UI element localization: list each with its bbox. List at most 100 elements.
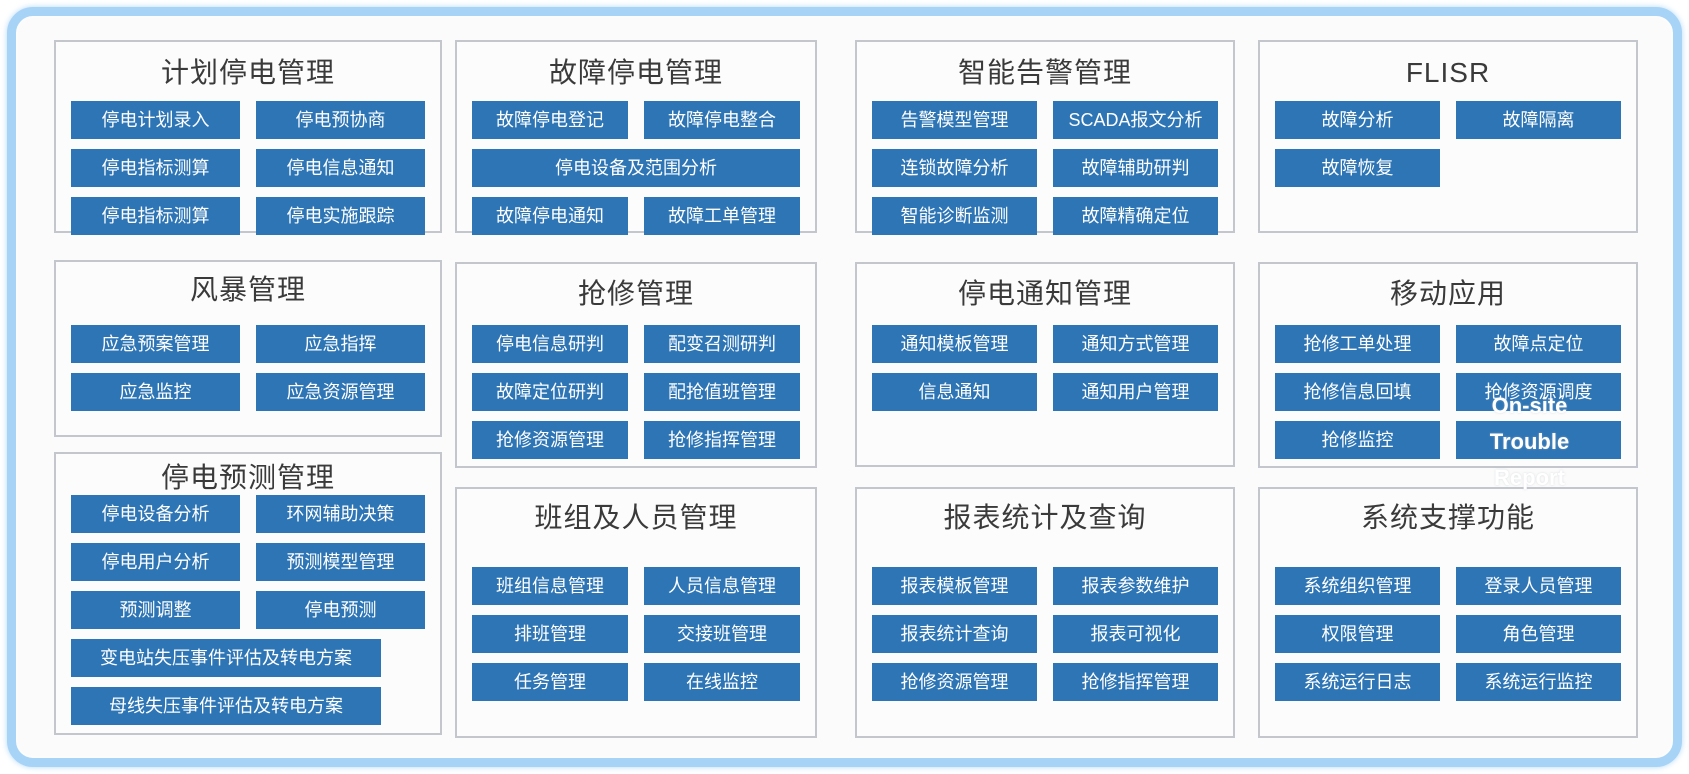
module-button[interactable]: 停电指标测算 [71,197,240,235]
button-row: 通知模板管理通知方式管理 [872,325,1218,363]
panel-title: 系统支撑功能 [1360,502,1535,533]
button-row: 停电用户分析预测模型管理 [71,543,425,581]
module-button[interactable]: 配抢值班管理 [644,373,800,411]
panel-title: 风暴管理 [189,274,306,305]
module-button[interactable]: 系统运行监控 [1456,663,1621,701]
button-row: 信息通知通知用户管理 [872,373,1218,411]
module-button[interactable]: 任务管理 [472,663,628,701]
module-button[interactable]: 抢修信息回填 [1275,373,1440,411]
module-button[interactable]: 抢修指挥管理 [1053,663,1218,701]
panel-system-support: 系统支撑功能系统组织管理登录人员管理权限管理角色管理系统运行日志系统运行监控 [1258,487,1638,738]
module-button[interactable]: 报表模板管理 [872,567,1037,605]
module-button[interactable]: 停电实施跟踪 [256,197,425,235]
module-button[interactable]: 母线失压事件评估及转电方案 [71,687,381,725]
module-button[interactable]: 通知用户管理 [1053,373,1218,411]
button-row: 报表统计查询报表可视化 [872,615,1218,653]
module-button[interactable]: 停电设备分析 [71,495,240,533]
button-row: 停电计划录入停电预协商 [71,101,425,139]
module-button[interactable]: 班组信息管理 [472,567,628,605]
button-row: 智能诊断监测故障精确定位 [872,197,1218,235]
module-button[interactable]: 抢修资源管理 [472,421,628,459]
module-button[interactable]: 连锁故障分析 [872,149,1037,187]
module-button[interactable]: 停电信息通知 [256,149,425,187]
module-button[interactable]: 故障恢复 [1275,149,1440,187]
overlay-line: On-site [1491,393,1568,418]
panel-team-personnel: 班组及人员管理班组信息管理人员信息管理排班管理交接班管理任务管理在线监控 [455,487,817,738]
module-button[interactable]: 抢修资源管理 [872,663,1037,701]
module-button[interactable]: 故障停电登记 [472,101,628,139]
module-button[interactable]: 报表统计查询 [872,615,1037,653]
module-button[interactable]: 故障分析 [1275,101,1440,139]
module-button[interactable]: 故障停电整合 [644,101,800,139]
module-button[interactable]: 停电计划录入 [71,101,240,139]
module-button[interactable]: 环网辅助决策 [256,495,425,533]
module-button[interactable]: 抢修监控 [1275,421,1440,459]
module-button[interactable]: 排班管理 [472,615,628,653]
module-button[interactable]: 停电信息研判 [472,325,628,363]
panel-title: 停电通知管理 [957,278,1132,309]
module-button[interactable]: 在线监控 [644,663,800,701]
module-button[interactable]: 权限管理 [1275,615,1440,653]
button-row: 变电站失压事件评估及转电方案 [71,639,425,677]
module-button[interactable]: 应急指挥 [256,325,425,363]
module-button[interactable]: 人员信息管理 [644,567,800,605]
button-row: 抢修工单处理故障点定位 [1275,325,1621,363]
module-button[interactable]: 报表可视化 [1053,615,1218,653]
module-button[interactable]: 停电预协商 [256,101,425,139]
module-button[interactable]: 预测模型管理 [256,543,425,581]
module-button[interactable]: 告警模型管理 [872,101,1037,139]
button-row: 故障停电通知故障工单管理 [472,197,800,235]
module-button[interactable]: 智能诊断监测 [872,197,1037,235]
module-button[interactable]: 故障隔离 [1456,101,1621,139]
panel-title: 报表统计及查询 [943,502,1147,533]
module-button[interactable]: 系统运行日志 [1275,663,1440,701]
button-row: 连锁故障分析故障辅助研判 [872,149,1218,187]
module-button[interactable]: 停电用户分析 [71,543,240,581]
module-button[interactable]: SCADA报文分析 [1053,101,1218,139]
module-button[interactable]: 抢修资源调度 [1456,373,1621,411]
module-button[interactable]: 报表参数维护 [1053,567,1218,605]
module-button[interactable]: 停电预测 [256,591,425,629]
module-button[interactable]: 交接班管理 [644,615,800,653]
module-button[interactable]: 故障定位研判 [472,373,628,411]
module-button[interactable]: 配变召测研判 [644,325,800,363]
module-button[interactable]: 故障停电通知 [472,197,628,235]
panel-title: 班组及人员管理 [534,502,738,533]
module-button[interactable]: 抢修工单处理 [1275,325,1440,363]
module-button[interactable]: 登录人员管理 [1456,567,1621,605]
module-button[interactable]: 停电指标测算 [71,149,240,187]
panel-fault-outage: 故障停电管理故障停电登记故障停电整合停电设备及范围分析故障停电通知故障工单管理 [455,40,817,235]
module-button[interactable]: 信息通知 [872,373,1037,411]
button-row: 故障恢复 [1275,149,1621,187]
module-button[interactable]: 系统组织管理 [1275,567,1440,605]
button-row: 停电指标测算停电信息通知 [71,149,425,187]
panel-outage-forecast: 停电预测管理停电设备分析环网辅助决策停电用户分析预测模型管理预测调整停电预测变电… [54,452,442,735]
panel-report-stats: 报表统计及查询报表模板管理报表参数维护报表统计查询报表可视化抢修资源管理抢修指挥… [855,487,1235,738]
module-button[interactable]: 通知方式管理 [1053,325,1218,363]
button-row: 权限管理角色管理 [1275,615,1621,653]
module-button[interactable]: 角色管理 [1456,615,1621,653]
module-button[interactable]: 预测调整 [71,591,240,629]
module-button[interactable] [1456,421,1621,459]
button-row: 应急预案管理应急指挥 [71,325,425,363]
module-button[interactable]: 变电站失压事件评估及转电方案 [71,639,381,677]
module-button[interactable]: 故障辅助研判 [1053,149,1218,187]
module-button[interactable]: 故障工单管理 [644,197,800,235]
button-row: 班组信息管理人员信息管理 [472,567,800,605]
module-button[interactable]: 应急监控 [71,373,240,411]
button-row: 停电设备分析环网辅助决策 [71,495,425,533]
module-button[interactable]: 抢修指挥管理 [644,421,800,459]
panel-title: 计划停电管理 [160,57,335,88]
panel-storm: 风暴管理应急预案管理应急指挥应急监控应急资源管理 [54,260,442,437]
module-button[interactable]: 故障点定位 [1456,325,1621,363]
module-button[interactable]: 应急预案管理 [71,325,240,363]
module-button[interactable]: 应急资源管理 [256,373,425,411]
overlay-text: On-site Trouble Report [1449,388,1610,496]
module-button[interactable]: 停电设备及范围分析 [472,149,800,187]
overlay-line: Report [1494,465,1565,490]
module-button[interactable]: 通知模板管理 [872,325,1037,363]
module-button[interactable]: 故障精确定位 [1053,197,1218,235]
